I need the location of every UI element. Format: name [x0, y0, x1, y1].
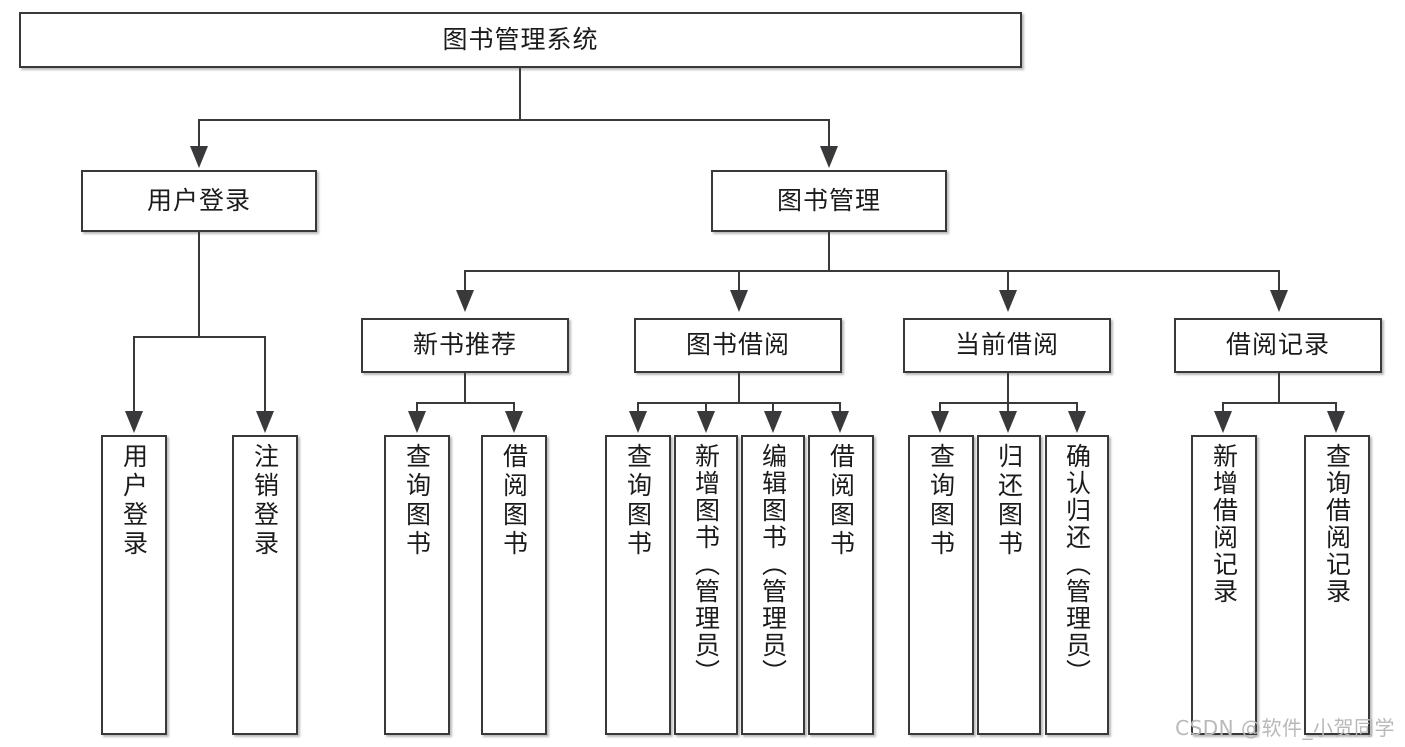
leaf-user-login[interactable]: 用户登录: [101, 435, 167, 735]
connector-root-to-user-login: [198, 119, 200, 148]
node-label: 查询借阅记录: [1322, 443, 1352, 605]
connector-borrow-record-stem: [1278, 373, 1280, 403]
leaf-query-book-borrow[interactable]: 查询图书: [605, 435, 671, 735]
node-label: 用户登录: [146, 185, 251, 215]
leaf-query-book-recommend[interactable]: 查询图书: [384, 435, 450, 735]
node-borrow-record[interactable]: 借阅记录: [1174, 318, 1382, 373]
leaf-add-book-admin[interactable]: 新增图书（管理员）: [674, 435, 738, 735]
node-label: 图书管理: [776, 185, 881, 215]
connector-user-login-stem: [198, 232, 200, 337]
connector-new-book-to-leaf-1: [416, 402, 418, 414]
connector-new-book-to-leaf-2: [513, 402, 515, 414]
leaf-query-book-current[interactable]: 查询图书: [908, 435, 974, 735]
node-current-borrow[interactable]: 当前借阅: [903, 318, 1111, 373]
arrowhead-book-manage-to-borrow-record: [1270, 290, 1288, 312]
connector-book-borrow-to-leaf-2: [705, 402, 707, 414]
connector-book-borrow-to-leaf-4: [839, 402, 841, 414]
node-book-management[interactable]: 图书管理: [711, 170, 947, 232]
connector-borrow-record-to-leaf-2: [1335, 402, 1337, 414]
arrowhead-root-to-book-manage: [820, 146, 838, 168]
connector-borrow-record-to-leaf-1: [1222, 402, 1224, 414]
arrowhead-new-book-to-leaf-1: [408, 411, 426, 433]
connector-book-borrow-stem: [738, 373, 740, 403]
connector-current-borrow-stem: [1007, 373, 1009, 403]
arrowhead-user-login-to-leaf-2: [256, 411, 274, 433]
arrowhead-book-borrow-to-leaf-1: [629, 411, 647, 433]
node-label: 新增借阅记录: [1209, 443, 1239, 605]
connector-user-login-to-leaf-2: [264, 336, 266, 413]
leaf-borrow-book-recommend[interactable]: 借阅图书: [481, 435, 547, 735]
node-label: 编辑图书（管理员）: [758, 443, 788, 686]
connector-current-borrow-to-leaf-1: [939, 402, 941, 414]
node-label: 查询图书: [623, 443, 653, 559]
node-root-book-management-system[interactable]: 图书管理系统: [19, 12, 1022, 68]
connector-book-borrow-to-leaf-3: [772, 402, 774, 414]
node-label: 新书推荐: [412, 330, 517, 360]
node-label: 借阅图书: [826, 443, 856, 559]
node-label: 借阅图书: [499, 443, 529, 559]
node-label: 当前借阅: [954, 330, 1059, 360]
arrowhead-new-book-to-leaf-2: [505, 411, 523, 433]
arrowhead-book-borrow-to-leaf-4: [831, 411, 849, 433]
connector-root-to-book-manage: [828, 119, 830, 148]
node-label: 新增图书（管理员）: [691, 443, 721, 686]
connector-new-book-stem: [464, 373, 466, 403]
leaf-add-borrow-record[interactable]: 新增借阅记录: [1191, 435, 1257, 735]
leaf-logout-login[interactable]: 注销登录: [232, 435, 298, 735]
arrowhead-book-manage-to-new-book: [456, 290, 474, 312]
node-label: 确认归还（管理员）: [1062, 443, 1092, 686]
node-label: 查询图书: [402, 443, 432, 559]
node-label: 归还图书: [994, 443, 1024, 559]
connector-current-borrow-to-leaf-2: [1007, 402, 1009, 414]
arrowhead-root-to-user-login: [190, 146, 208, 168]
arrowhead-book-borrow-to-leaf-2: [697, 411, 715, 433]
arrowhead-borrow-record-to-leaf-1: [1214, 411, 1232, 433]
arrowhead-user-login-to-leaf-1: [125, 411, 143, 433]
arrowhead-book-manage-to-book-borrow: [730, 290, 748, 312]
arrowhead-book-borrow-to-leaf-3: [764, 411, 782, 433]
leaf-borrow-book-borrow[interactable]: 借阅图书: [808, 435, 874, 735]
arrowhead-current-borrow-to-leaf-1: [931, 411, 949, 433]
connector-user-login-to-leaf-1: [133, 336, 135, 413]
connector-book-borrow-to-leaf-1: [637, 402, 639, 414]
leaf-confirm-return-admin[interactable]: 确认归还（管理员）: [1045, 435, 1109, 735]
node-label: 注销登录: [250, 443, 280, 559]
connector-book-manage-bus: [464, 270, 1280, 272]
node-new-book-recommend[interactable]: 新书推荐: [361, 318, 569, 373]
connector-book-manage-to-current-borrow: [1007, 270, 1009, 292]
connector-borrow-record-bus: [1222, 402, 1337, 404]
arrowhead-current-borrow-to-leaf-3: [1068, 411, 1086, 433]
connector-book-manage-to-new-book: [464, 270, 466, 292]
node-user-login[interactable]: 用户登录: [81, 170, 317, 232]
connector-book-manage-to-book-borrow: [738, 270, 740, 292]
connector-book-manage-to-borrow-record: [1278, 270, 1280, 292]
connector-new-book-bus: [416, 402, 515, 404]
connector-current-borrow-to-leaf-3: [1076, 402, 1078, 414]
leaf-return-book[interactable]: 归还图书: [977, 435, 1041, 735]
node-book-borrow[interactable]: 图书借阅: [634, 318, 842, 373]
node-label: 图书管理系统: [442, 24, 599, 54]
connector-book-borrow-bus: [637, 402, 841, 404]
leaf-query-borrow-record[interactable]: 查询借阅记录: [1304, 435, 1370, 735]
connector-root-stem: [519, 68, 521, 120]
node-label: 借阅记录: [1225, 330, 1330, 360]
arrowhead-current-borrow-to-leaf-2: [999, 411, 1017, 433]
connector-root-bus: [198, 119, 830, 121]
arrowhead-book-manage-to-current-borrow: [999, 290, 1017, 312]
node-label: 查询图书: [926, 443, 956, 559]
connector-book-manage-stem: [828, 232, 830, 271]
node-label: 图书借阅: [685, 330, 790, 360]
arrowhead-borrow-record-to-leaf-2: [1327, 411, 1345, 433]
node-label: 用户登录: [119, 443, 149, 559]
connector-user-login-bus: [133, 336, 266, 338]
leaf-edit-book-admin[interactable]: 编辑图书（管理员）: [741, 435, 805, 735]
